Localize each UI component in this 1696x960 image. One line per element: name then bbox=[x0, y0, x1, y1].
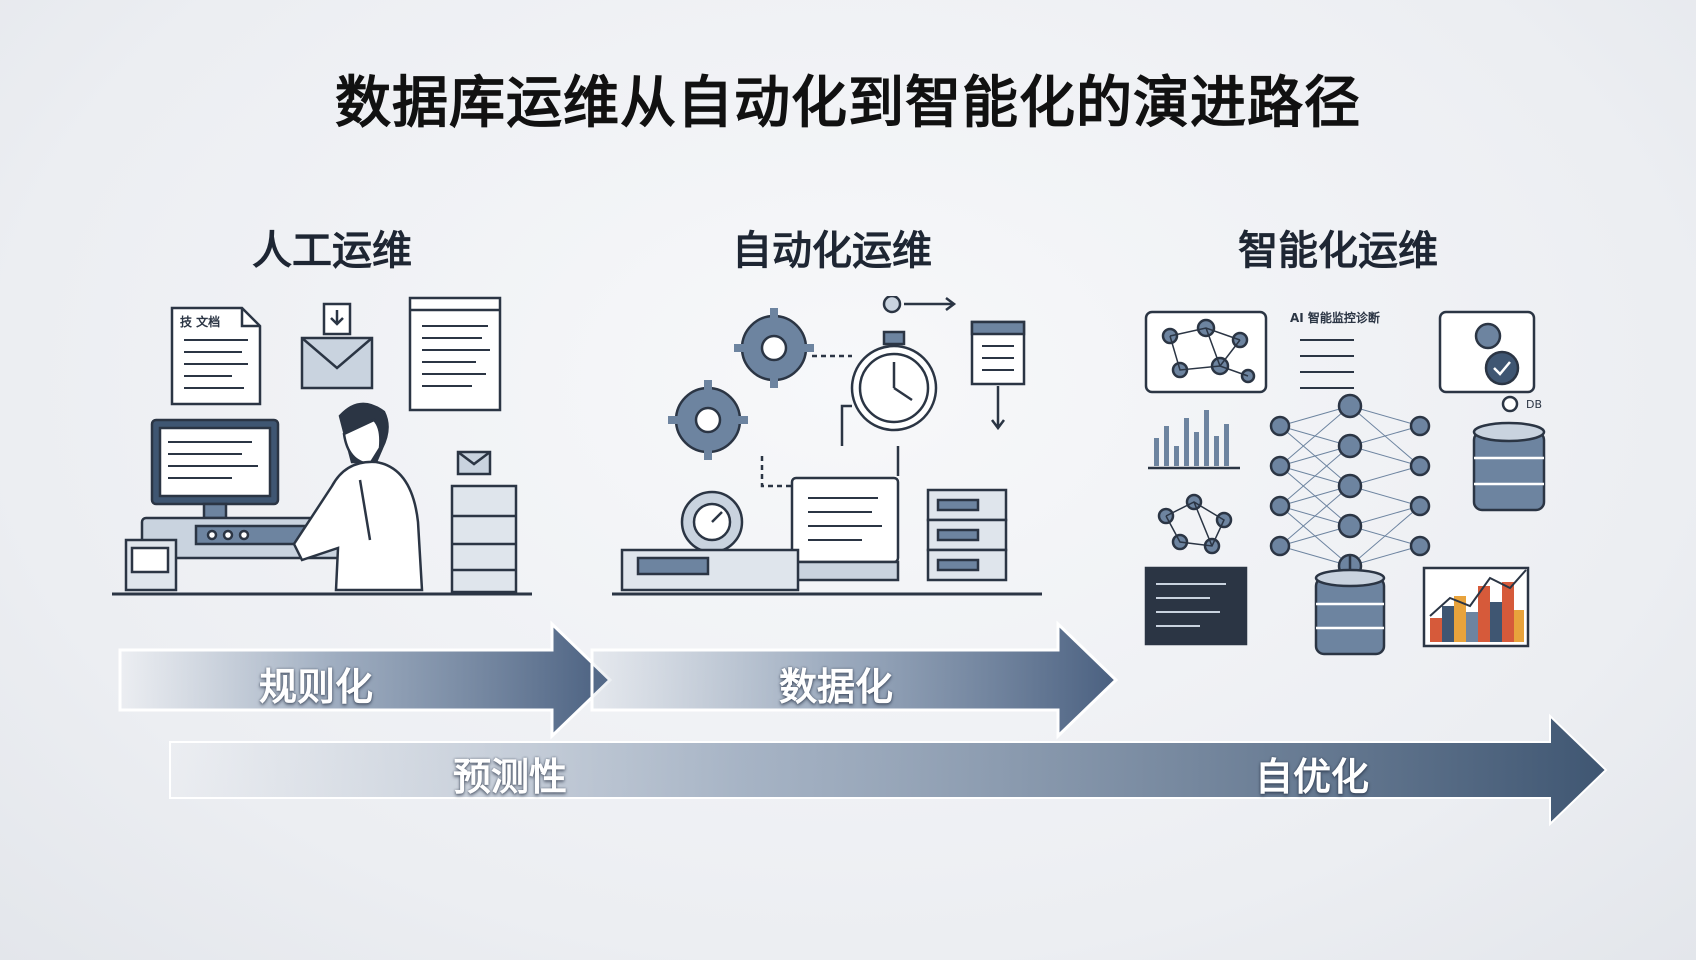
label-data-driven: 数据化 bbox=[756, 656, 916, 711]
label-self-optimizing: 自优化 bbox=[1232, 746, 1392, 801]
label-rule-based: 规则化 bbox=[236, 656, 396, 711]
label-predictive: 预测性 bbox=[430, 746, 590, 801]
